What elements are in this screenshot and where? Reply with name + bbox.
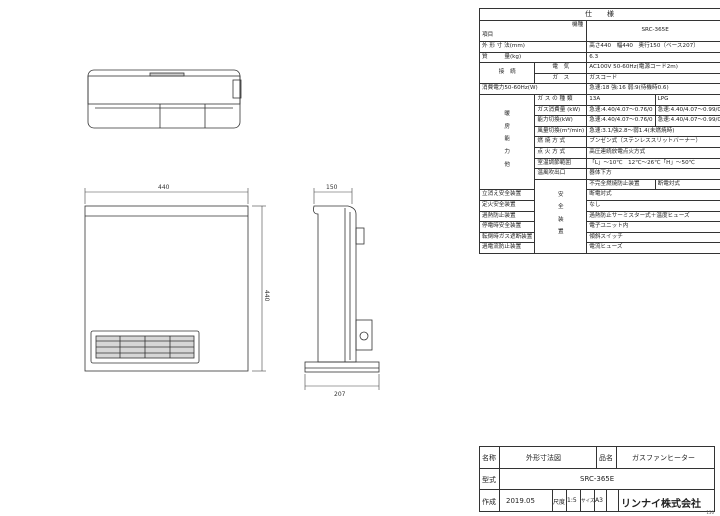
size-value: A3 xyxy=(595,497,603,504)
front-dimension-lines xyxy=(84,188,266,372)
height-dimension-label: 440 xyxy=(263,290,270,302)
spec-label: 転倒時ガス遮断装置 xyxy=(478,231,536,244)
product-label: 品名 xyxy=(599,454,613,462)
front-view xyxy=(84,205,249,372)
title-block: 名称 外形寸法図 品名 ガスファンヒーター 型式 SRC-365E 作成 201… xyxy=(479,446,715,512)
spec-label: 質 量(kg) xyxy=(478,51,588,64)
type-label: 型式 xyxy=(482,476,496,484)
name-value: 外形寸法図 xyxy=(526,454,561,462)
spec-label: 能力切換(kW) xyxy=(534,115,588,127)
spec-value: 断電対式 xyxy=(654,178,720,191)
spec-value: 過熱防止サーミスター式＋温度ヒューズ xyxy=(586,210,720,223)
spec-label: ガ ス xyxy=(534,72,588,85)
spec-value: ブンゼン式（ステンレススリットバーナー） xyxy=(586,136,720,148)
spec-value: 13A xyxy=(586,93,656,106)
scale-label: 尺度 xyxy=(553,499,566,506)
type-value: SRC-365E xyxy=(580,475,615,483)
company-name: リンナイ株式会社 xyxy=(621,499,701,510)
width-dimension-label: 440 xyxy=(158,184,170,191)
spec-label: 立消え安全装置 xyxy=(478,189,536,201)
scale-value: 1:5 xyxy=(567,497,577,504)
side-dimension-lines xyxy=(304,188,380,390)
spec-header-corner: 機種 項目 xyxy=(478,20,588,42)
spec-label: ガ ス の 種 類 xyxy=(534,93,588,106)
made-label: 作成 xyxy=(482,498,496,506)
side-view xyxy=(304,205,380,373)
spec-label: 外 形 寸 法(mm) xyxy=(478,41,588,53)
size-label: サイズ xyxy=(581,499,595,504)
spec-label: 温風吹出口 xyxy=(534,168,588,180)
spec-value: AC100V 50-60Hz(電源コード2m) xyxy=(586,62,720,74)
spec-value: LPG xyxy=(654,93,720,106)
spec-value: 器体下方 xyxy=(586,168,720,180)
depth-dimension-label: 150 xyxy=(326,184,338,191)
spec-label: 過電流防止装置 xyxy=(478,242,536,254)
spec-value: 傾斜スイッチ xyxy=(586,231,720,244)
spec-value: 6.3 xyxy=(586,51,720,64)
spec-value: 電流ヒューズ xyxy=(586,242,720,254)
spec-table: 仕 様 機種 項目 SRC-365E 外 形 寸 法(mm)高さ440 幅440… xyxy=(478,8,720,254)
spec-value: 急速:3.1/強2.8〜弱1.4(未燃焼時) xyxy=(586,125,720,138)
spec-value: 急速:18 強:16 弱:9(待機時0.6) xyxy=(586,83,720,95)
spec-value: 高圧連続放電点火方式 xyxy=(586,146,720,159)
spec-value: ガスコード xyxy=(586,72,720,85)
made-date: 2019.05 xyxy=(506,497,535,505)
spec-value: なし xyxy=(586,199,720,212)
spec-label: 燃 焼 方 式 xyxy=(534,136,588,148)
product-value: ガスファンヒーター xyxy=(632,454,695,462)
page-number: 150 xyxy=(706,510,714,515)
spec-category-performance: 暖 房 能 力 他 xyxy=(478,93,536,191)
spec-value: 急速:4.40/4.07〜0.76/0 xyxy=(586,104,656,117)
spec-label: 点 火 方 式 xyxy=(534,146,588,159)
spec-label: 停電時安全装置 xyxy=(478,221,536,233)
spec-value: 電子ユニット内 xyxy=(586,221,720,233)
spec-label: 定火安全装置 xyxy=(478,199,536,212)
spec-model: SRC-365E xyxy=(586,20,720,42)
spec-value: 急速:4.40/4.07〜0.99/0 xyxy=(654,104,720,117)
spec-label: 電 気 xyxy=(534,62,588,74)
spec-category-connection: 接 続 xyxy=(478,62,536,85)
spec-value: 断電対式 xyxy=(586,189,720,201)
spec-category-safety: 安 全 装 置 xyxy=(534,178,588,254)
name-label: 名称 xyxy=(482,454,496,462)
spec-label: ガス消費量 (kW) xyxy=(534,104,588,117)
spec-label: 過熱防止装置 xyxy=(478,210,536,223)
spec-value: 高さ440 幅440 奥行150（ベース207） xyxy=(586,41,720,53)
spec-label: 消費電力50-60Hz(W) xyxy=(478,83,588,95)
top-view xyxy=(87,69,242,129)
base-dimension-label: 207 xyxy=(334,391,346,398)
spec-label: 室温調節範囲 xyxy=(534,157,588,170)
spec-title: 仕 様 xyxy=(479,8,720,21)
spec-value: 急速:4.40/4.07〜0.99/0 xyxy=(654,115,720,127)
spec-label: 風量切換(m³/min) xyxy=(534,125,588,138)
spec-value: 「L」〜10℃ 12℃〜26℃「H」〜50℃ xyxy=(586,157,720,170)
spec-value: 急速:4.40/4.07〜0.76/0 xyxy=(586,115,656,127)
spec-label: 不完全燃焼防止装置 xyxy=(586,178,656,191)
